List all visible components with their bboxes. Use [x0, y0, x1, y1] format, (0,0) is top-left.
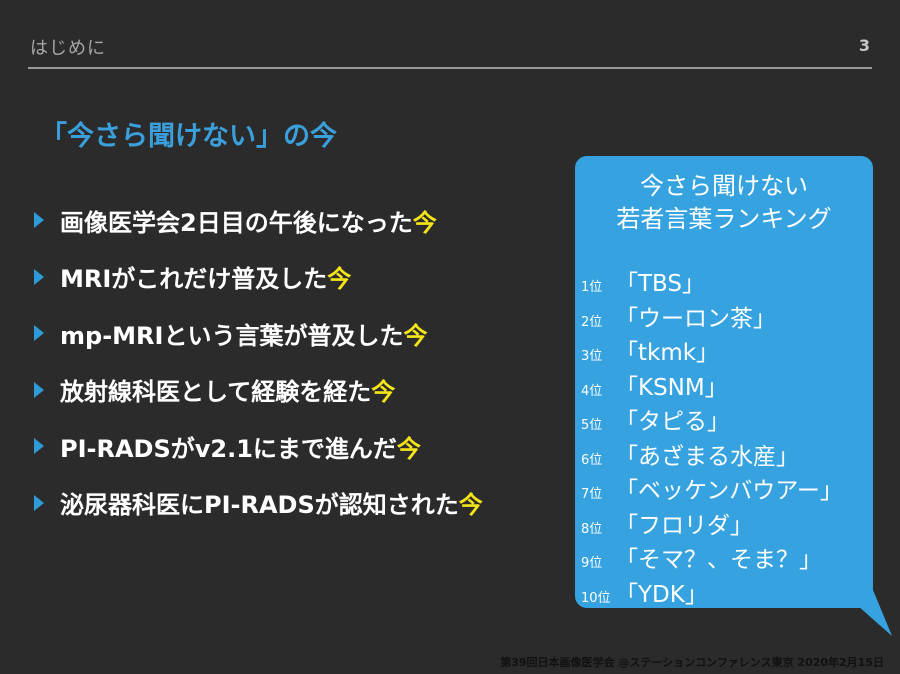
rank-number: 3位 [581, 349, 603, 364]
bullet-item: 放射線科医として経験を経た今 [34, 362, 483, 419]
rank-number: 2位 [581, 314, 603, 330]
bullet-highlight: 今 [403, 321, 428, 350]
rank-word: 「TBS」 [615, 271, 706, 297]
ranking-title-line: 今さら聞けない [640, 172, 808, 200]
bullet-list: 画像医学会2日目の午後になった今 MRIがこれだけ普及した今 mp-MRIという… [34, 192, 483, 531]
ranking-item: 10位「YDK」 [581, 575, 843, 610]
bullet-item: mp-MRIという言葉が普及した今 [34, 305, 483, 362]
rank-number: 6位 [581, 452, 603, 468]
ranking-item: 7位「ベッケンバウアー」 [581, 471, 843, 506]
ranking-item: 5位「タピる」 [581, 402, 843, 437]
rank-number: 1位 [581, 280, 603, 295]
bullet-item: 画像医学会2日目の午後になった今 [34, 192, 483, 249]
bullet-text: MRIがこれだけ普及した [60, 265, 328, 294]
rank-word: 「KSNM」 [615, 374, 728, 401]
bullet-text: 放射線科医として経験を経た [60, 378, 372, 407]
rank-word: 「ウーロン茶」 [615, 305, 776, 332]
ranking-item: 9位「そマ？、そま？」 [581, 540, 843, 575]
ranking-list: 1位「TBS」 2位「ウーロン茶」 3位「tkmk」 4位「KSNM」 5位「タ… [581, 264, 843, 609]
rank-number: 7位 [581, 487, 603, 502]
bullet-arrow-icon [34, 268, 44, 285]
rank-word: 「タピる」 [615, 409, 730, 435]
ranking-callout: 今さら聞けない 若者言葉ランキング 1位「TBS」 2位「ウーロン茶」 3位「t… [575, 156, 873, 608]
bullet-item: 泌尿器科医にPI-RADSが認知された今 [34, 475, 483, 532]
bullet-arrow-icon [34, 212, 44, 229]
bullet-highlight: 今 [371, 378, 396, 407]
rank-word: 「そマ？、そま？」 [615, 547, 822, 573]
rank-number: 5位 [581, 418, 603, 433]
rank-word: 「あざまる水産」 [615, 443, 799, 470]
page-number: 3 [858, 36, 870, 55]
bullet-arrow-icon [34, 325, 44, 342]
ranking-title: 今さら聞けない 若者言葉ランキング [575, 170, 873, 236]
ranking-title-line: 若者言葉ランキング [616, 205, 832, 233]
bullet-item: PI-RADSがv2.1にまで進んだ今 [34, 418, 483, 475]
bullet-highlight: 今 [396, 434, 421, 463]
rank-number: 9位 [581, 556, 603, 571]
bullet-text: mp-MRIという言葉が普及した [60, 321, 404, 350]
ranking-item: 2位「ウーロン茶」 [581, 299, 843, 334]
bullet-text: PI-RADSがv2.1にまで進んだ [60, 434, 397, 463]
rank-number: 8位 [581, 521, 603, 537]
ranking-item: 3位「tkmk」 [581, 333, 843, 368]
ranking-item: 6位「あざまる水産」 [581, 437, 843, 472]
rank-word: 「ベッケンバウアー」 [615, 478, 843, 504]
rank-word: 「YDK」 [615, 581, 708, 608]
header-divider [28, 67, 872, 69]
rank-word: 「tkmk」 [615, 340, 720, 366]
rank-number: 4位 [581, 383, 603, 399]
rank-number: 10位 [581, 590, 611, 606]
bullet-highlight: 今 [327, 265, 352, 294]
bullet-highlight: 今 [458, 491, 483, 520]
bullet-text: 画像医学会2日目の午後になった [60, 208, 413, 237]
ranking-item: 8位「フロリダ」 [581, 506, 843, 541]
rank-word: 「フロリダ」 [615, 512, 753, 539]
bullet-item: MRIがこれだけ普及した今 [34, 249, 483, 306]
bullet-text: 泌尿器科医にPI-RADSが認知された [60, 491, 459, 520]
header-title: はじめに [30, 38, 106, 59]
bullet-arrow-icon [34, 381, 44, 398]
ranking-item: 4位「KSNM」 [581, 368, 843, 403]
bullet-highlight: 今 [412, 208, 437, 237]
footer-text: 第39回日本画像医学会 @ステーションコンファレンス東京 2020年2月15日 [500, 656, 884, 669]
slide-heading: 「今さら聞けない」の今 [40, 121, 337, 152]
bullet-arrow-icon [34, 438, 44, 455]
bullet-arrow-icon [34, 494, 44, 511]
ranking-item: 1位「TBS」 [581, 264, 843, 299]
